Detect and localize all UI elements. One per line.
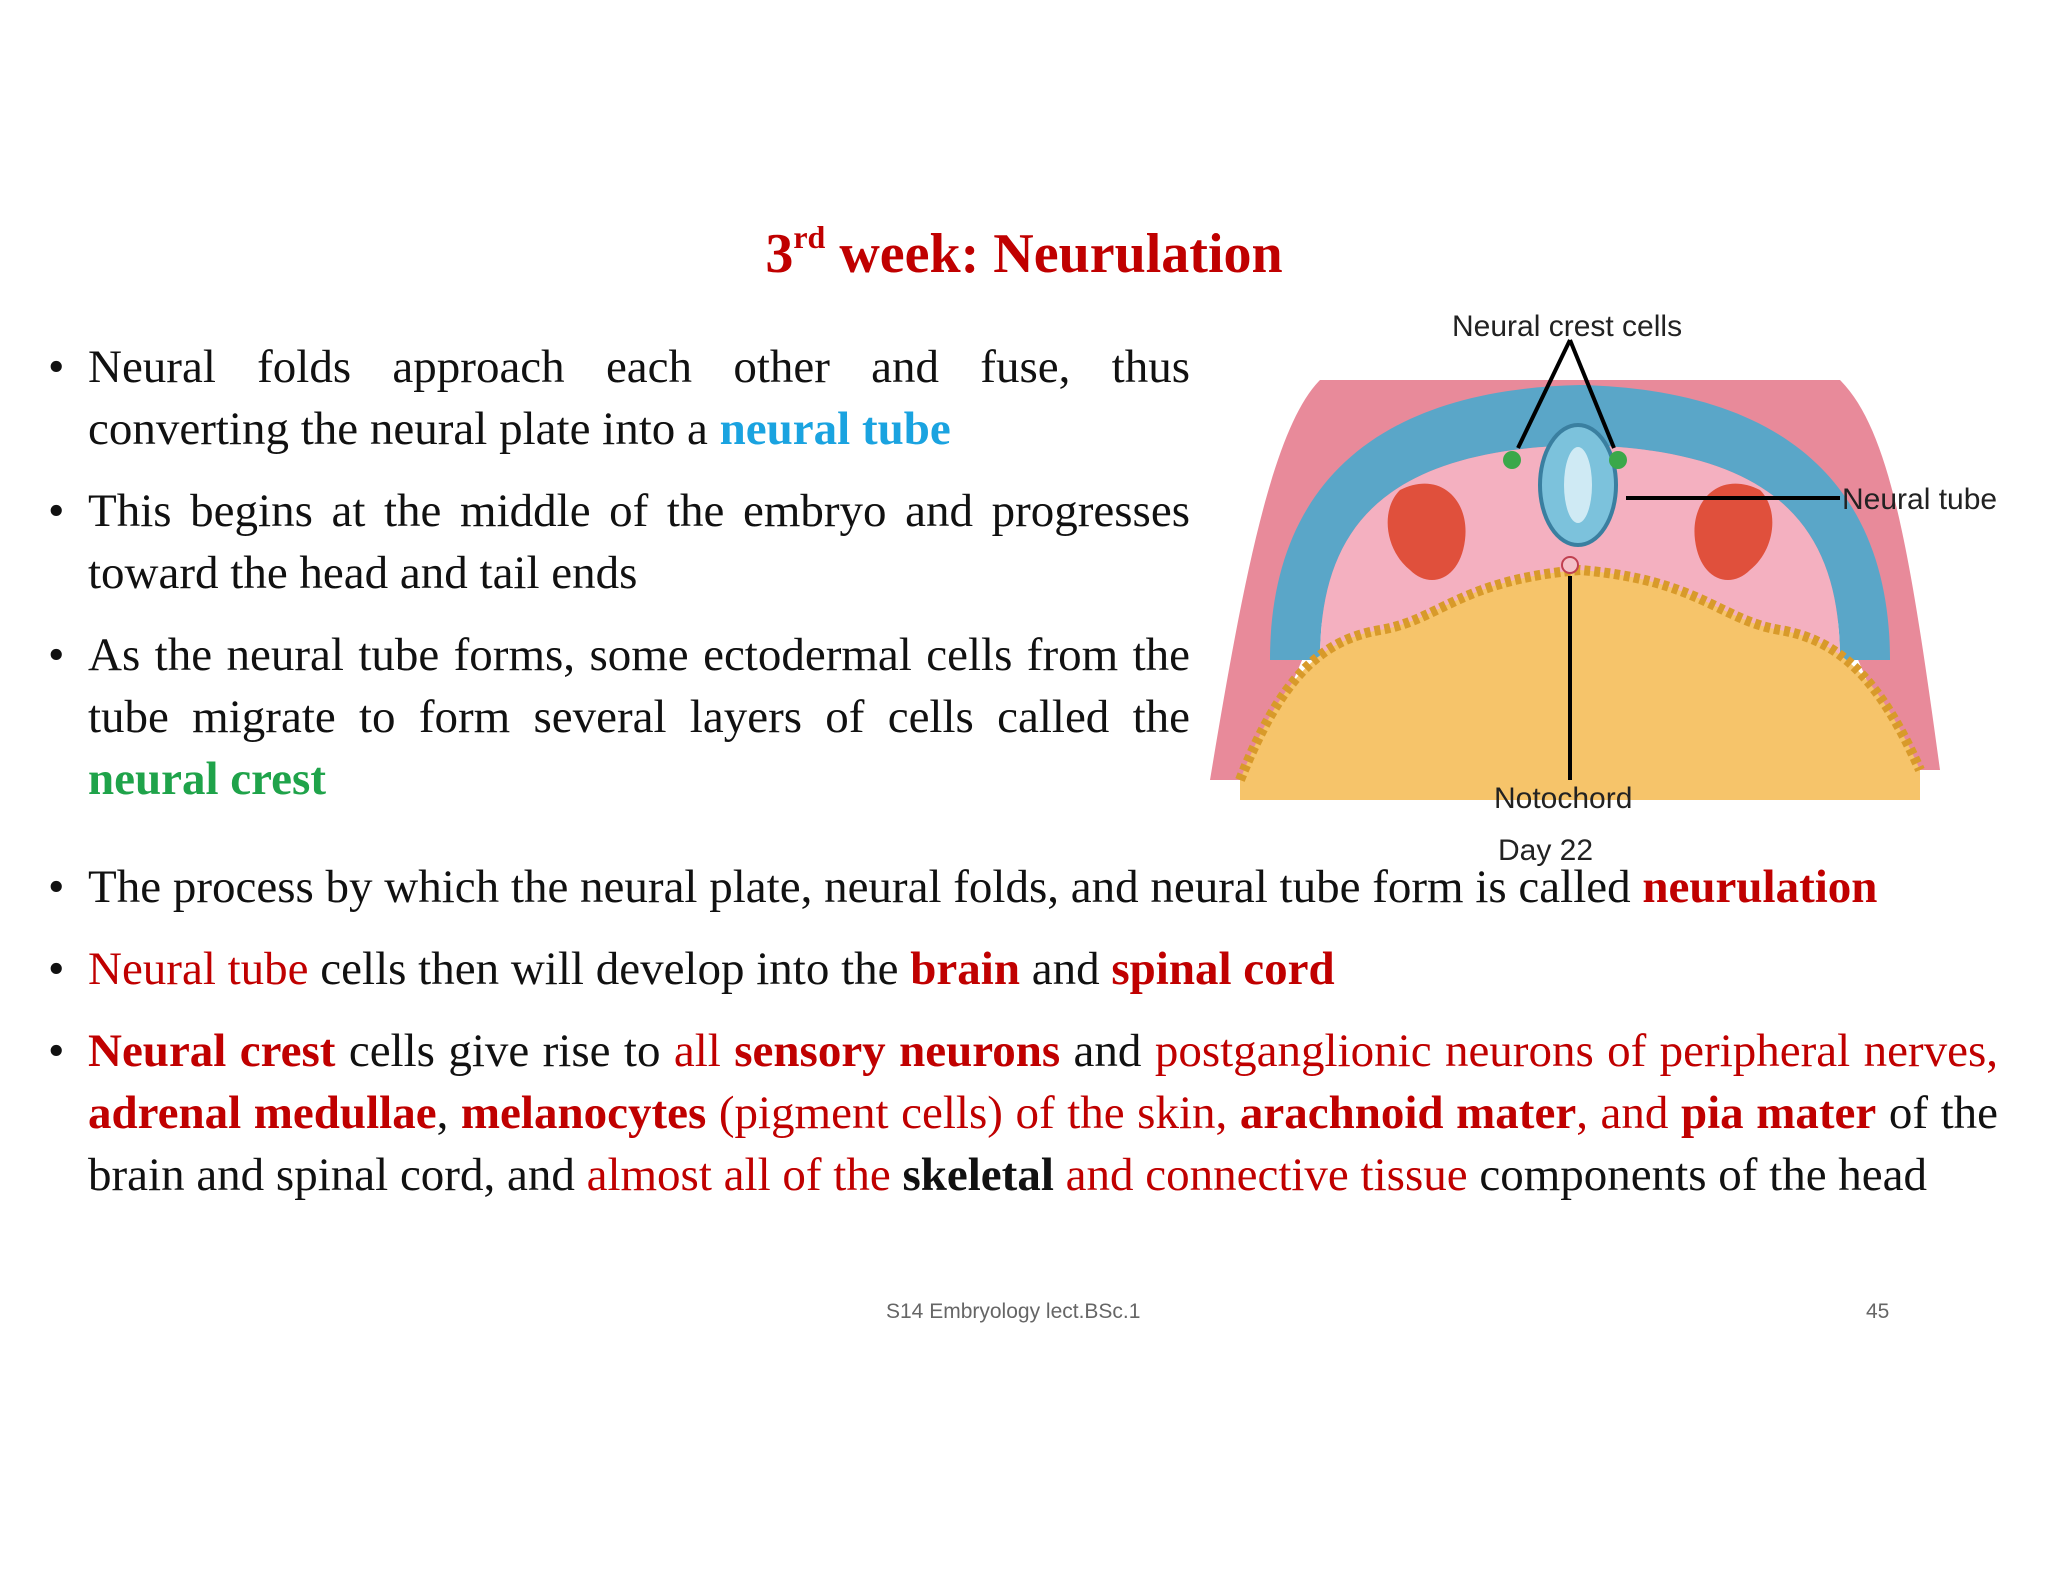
endoderm-lining [1235,564,1925,782]
bullet-neural-crest-fate: Neural crest cells give rise to all sens… [48,1020,1998,1206]
bullet-list-bottom: The process by which the neural plate, n… [48,856,1998,1226]
label-neural-crest-cells: Neural crest cells [1452,310,1683,343]
crest-arrow-right [1568,339,1616,449]
bullet-neural-tube-fate: Neural tube cells then will develop into… [48,938,1998,1000]
endoderm-yolk [1240,570,1920,800]
bullet-list-top: Neural folds approach each other and fus… [48,336,1190,830]
crest-arrow-left [1516,339,1572,449]
slide-title: 3rd week: Neurulation [765,219,1283,285]
ectoderm-layer [1270,385,1890,660]
bullet-neural-folds: Neural folds approach each other and fus… [48,336,1190,460]
neurulation-diagram [1210,339,1940,800]
bullet-middle-of-embryo: This begins at the middle of the embryo … [48,480,1190,604]
footer-course: S14 Embryology lect.BSc.1 [886,1300,1141,1323]
footer-page-number: 45 [1866,1300,1890,1323]
label-notochord: Notochord [1494,782,1633,815]
bullet-neural-crest-forms: As the neural tube forms, some ectoderma… [48,624,1190,810]
notochord-shape [1561,556,1579,574]
neural-crest-cell-left [1503,451,1521,469]
somite-left [1387,483,1466,580]
label-neural-tube: Neural tube [1842,483,1998,516]
bullet-neurulation-definition: The process by which the neural plate, n… [48,856,1998,918]
neural-crest-cell-right [1609,451,1627,469]
somite-right [1694,483,1773,580]
